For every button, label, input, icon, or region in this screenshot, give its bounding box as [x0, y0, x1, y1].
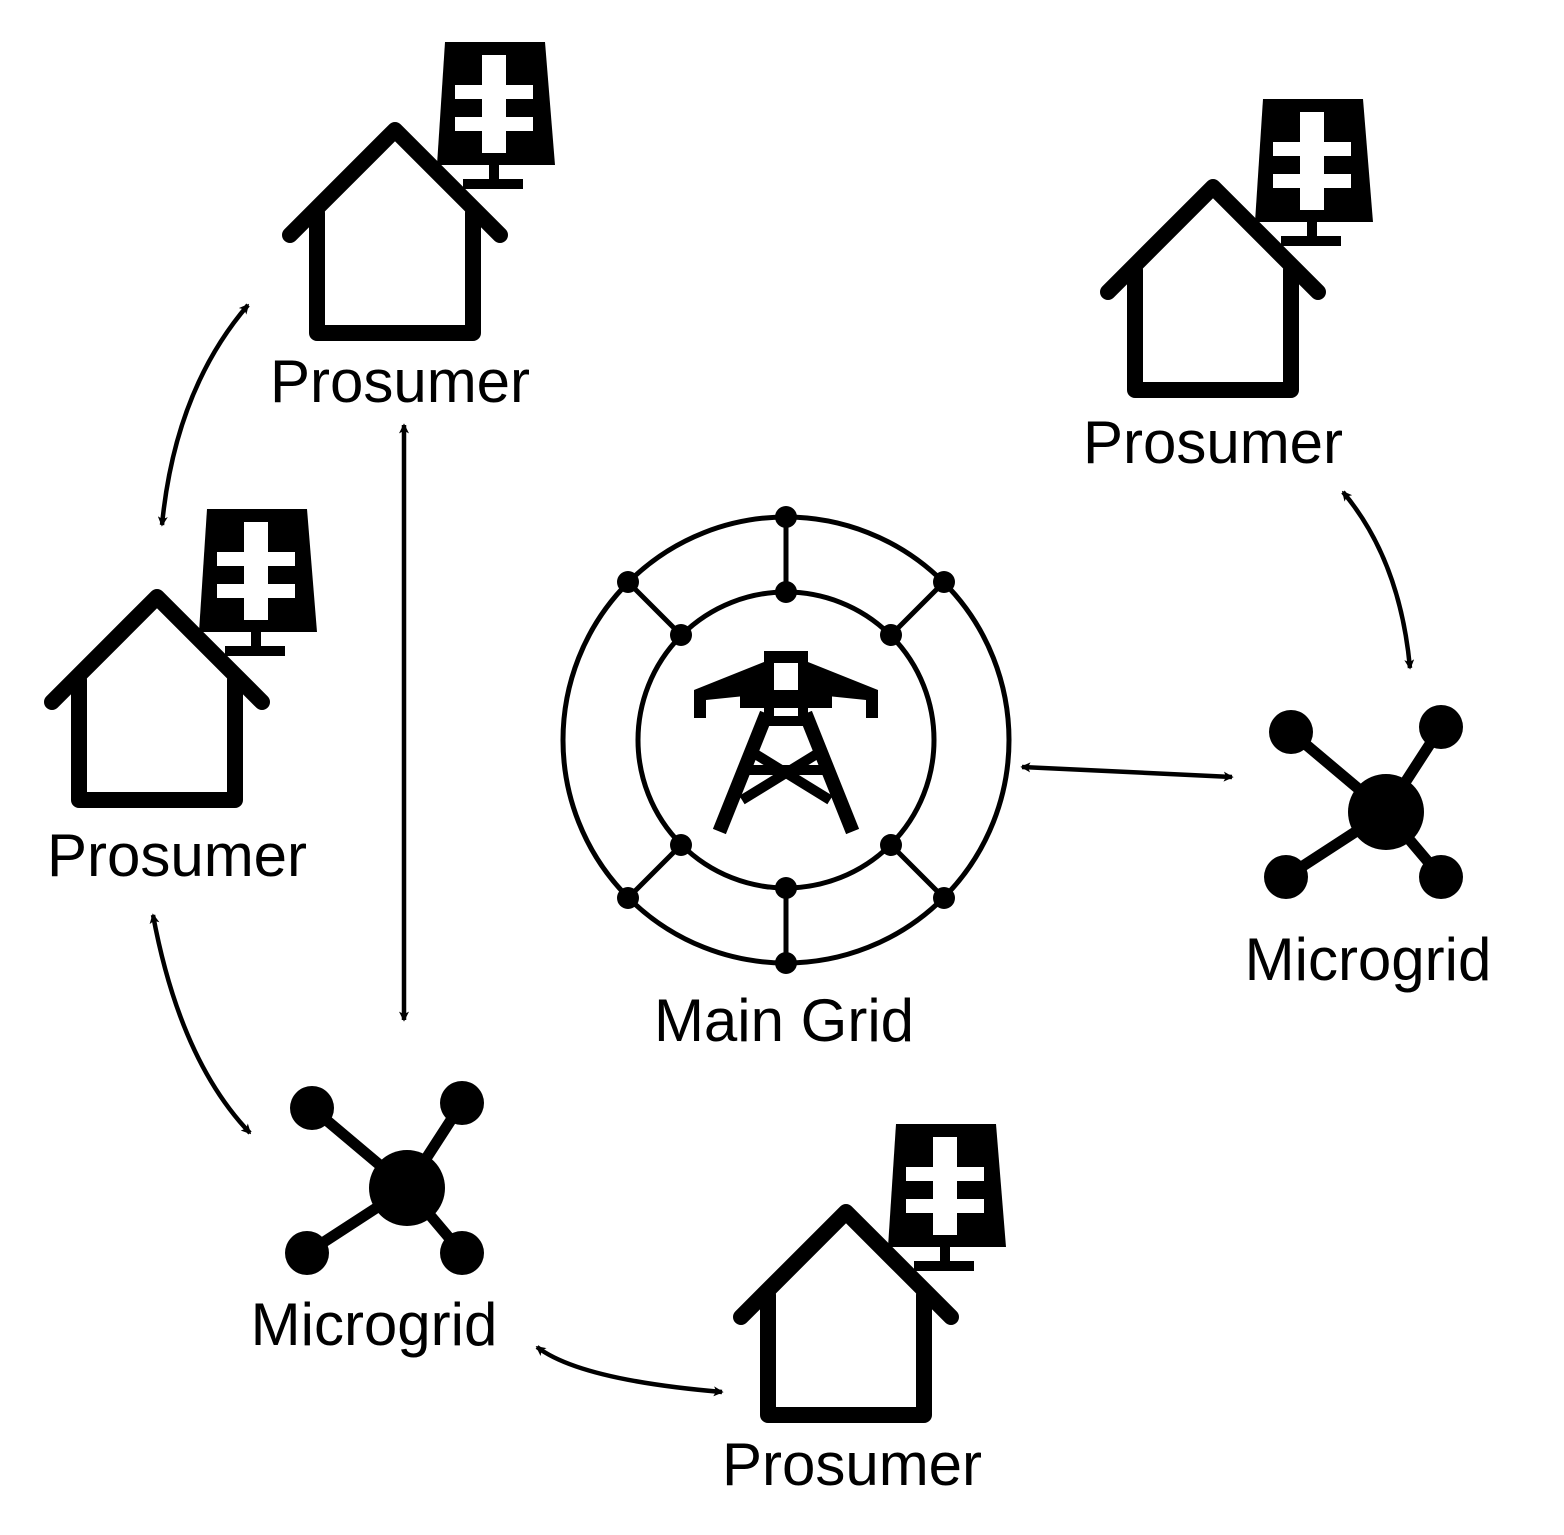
transmission-tower-icon	[694, 651, 878, 835]
prosumer-left-label: Prosumer	[47, 822, 307, 889]
main-grid-label: Main Grid	[654, 987, 914, 1054]
microgrid-left-label: Microgrid	[251, 1291, 498, 1358]
main-grid-ring-icon	[560, 506, 1012, 974]
arrow-prosumer-right-to-microgrid-right	[1341, 490, 1415, 670]
microgrid-left-hub-icon	[285, 1081, 484, 1275]
prosumer-top-house-icon	[290, 42, 555, 333]
prosumer-left-house-icon	[52, 509, 317, 800]
prosumer-right-house-icon	[1108, 99, 1373, 390]
prosumer-bottom-label: Prosumer	[722, 1431, 982, 1498]
arrow-prosumer-top-to-prosumer-left	[157, 303, 250, 527]
arrow-main-grid-to-microgrid-right	[1020, 762, 1234, 782]
prosumer-right-label: Prosumer	[1083, 409, 1343, 476]
microgrid-right-hub-icon	[1264, 705, 1463, 899]
arrow-prosumer-left-to-microgrid-left	[149, 913, 252, 1135]
microgrid-right-label: Microgrid	[1245, 926, 1492, 993]
prosumer-bottom-house-icon	[741, 1124, 1006, 1415]
prosumer-top-label: Prosumer	[270, 348, 530, 415]
arrow-microgrid-left-to-prosumer-bottom	[535, 1345, 724, 1397]
